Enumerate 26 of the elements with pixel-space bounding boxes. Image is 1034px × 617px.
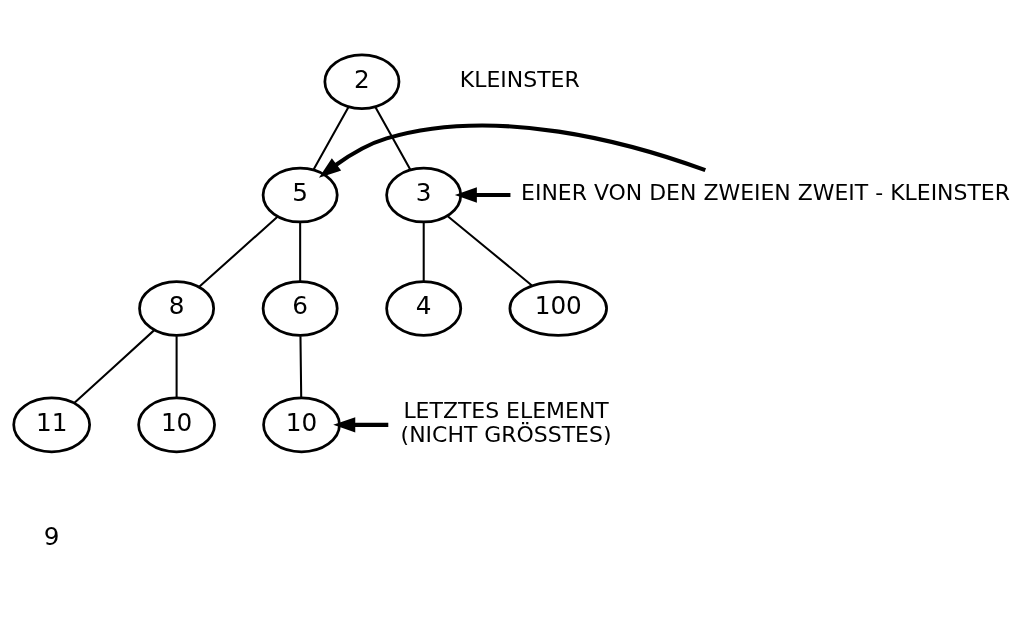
node-ellipse: 6 [261,279,339,337]
node-ellipse: 10 [262,396,341,453]
node-ellipse: 8 [138,279,216,337]
connector [73,328,155,404]
connector [198,215,279,287]
arrow [333,416,389,433]
connector [175,335,178,398]
node-text: LETZTES ELEMENT (NICHT GRÖSSTES) [400,397,612,447]
connector [447,214,533,286]
connector [299,335,303,398]
node-ellipse: 4 [385,279,463,337]
node-ellipse: 5 [261,166,339,223]
node-ellipse: 2 [323,52,401,110]
arrow [454,186,511,203]
connector [374,106,411,170]
label: 9 [43,521,60,551]
connector [422,222,425,281]
node-ellipse: 10 [137,396,216,453]
node-text: EINER VON DEN ZWEIEN ZWEIT - KLEINSTER [521,179,1011,205]
node-ellipse: 11 [12,396,91,453]
arrow [318,123,706,178]
node-label: KLEINSTER [459,66,580,92]
connector [312,106,350,170]
node-ellipse: 3 [385,166,463,223]
node-ellipse: 100 [508,279,608,337]
connector [299,222,302,281]
